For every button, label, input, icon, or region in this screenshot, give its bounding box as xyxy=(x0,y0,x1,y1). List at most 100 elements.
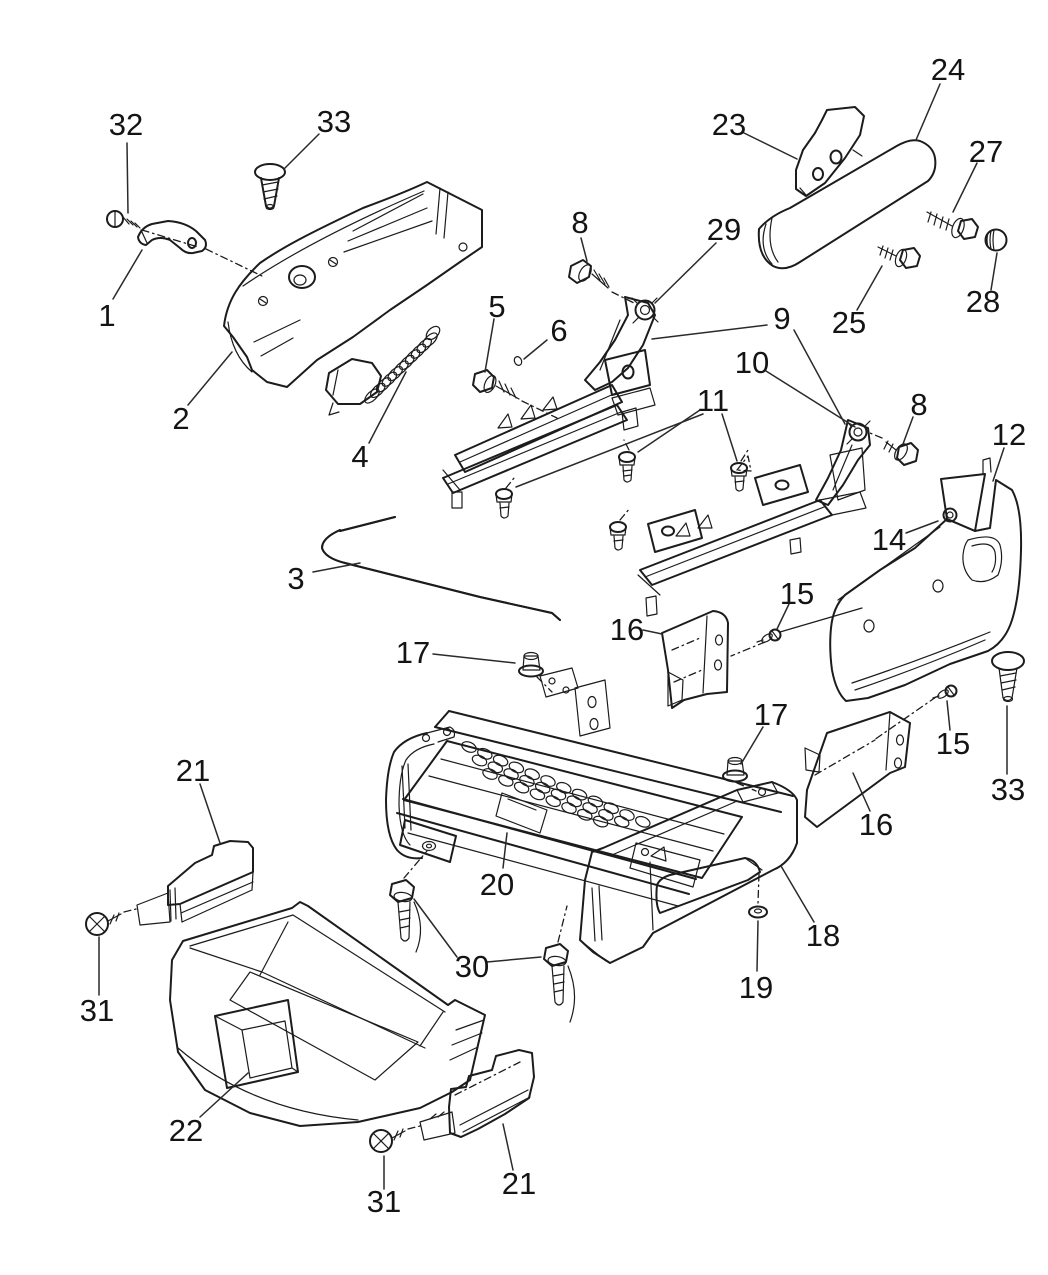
callout-leader-15 xyxy=(946,700,951,731)
callout-leader-30 xyxy=(486,956,542,963)
callout-leader-24 xyxy=(915,83,941,141)
callout-label-15: 15 xyxy=(780,576,814,611)
part-25-screw xyxy=(877,245,921,269)
callout-label-24: 24 xyxy=(931,52,965,87)
part-16-bracket-left xyxy=(661,610,729,709)
callout-label-1: 1 xyxy=(98,298,115,333)
part-8-bolt-left xyxy=(568,259,635,304)
part-15-screw-right xyxy=(873,684,958,741)
part-22-storage-drawer xyxy=(169,901,486,1127)
callout-leader-5 xyxy=(484,318,495,373)
callout-label-11: 11 xyxy=(697,383,729,418)
part-2-recliner-shield xyxy=(223,181,483,388)
part-20-seat-frame xyxy=(385,667,794,907)
callout-leader-6 xyxy=(523,339,548,360)
callout-leader-8 xyxy=(580,237,588,262)
part-18-riser-right xyxy=(579,781,798,964)
callout-leader-3 xyxy=(312,562,361,573)
part-19-washer xyxy=(748,873,768,919)
part-12-right-shield xyxy=(829,457,1023,702)
callout-leader-16 xyxy=(852,772,871,812)
part-14-pivot xyxy=(942,507,958,523)
callout-label-32: 32 xyxy=(109,107,143,142)
callout-label-22: 22 xyxy=(169,1113,203,1148)
part-15-screw-upper xyxy=(730,607,863,657)
callout-leader-21 xyxy=(502,1123,514,1171)
callout-leader-23 xyxy=(743,132,798,160)
callout-label-20: 20 xyxy=(480,867,514,902)
callout-label-33: 33 xyxy=(991,772,1025,807)
callout-leader-2 xyxy=(187,351,233,406)
callout-label-18: 18 xyxy=(806,918,840,953)
callout-leader-9 xyxy=(651,324,768,340)
callout-label-16: 16 xyxy=(610,612,644,647)
callout-leader-8 xyxy=(902,416,914,445)
part-3-towel-bar xyxy=(321,516,561,621)
callout-label-14: 14 xyxy=(872,522,906,557)
callout-leader-25 xyxy=(856,265,883,311)
callout-leader-18 xyxy=(780,865,815,923)
callout-label-28: 28 xyxy=(966,284,1000,319)
callout-leader-12 xyxy=(992,447,1005,482)
callout-label-8: 8 xyxy=(910,387,927,422)
callout-label-16: 16 xyxy=(859,807,893,842)
part-33-screw-right xyxy=(991,651,1025,703)
callout-label-21: 21 xyxy=(176,753,210,788)
callout-leader-14 xyxy=(905,520,939,534)
part-17-nut-left xyxy=(518,651,553,693)
part-21-bracket-bottom xyxy=(419,1049,535,1141)
callout-leader-10 xyxy=(765,370,856,428)
callout-leader-19 xyxy=(756,920,759,972)
part-29-left-seat-track xyxy=(442,296,659,509)
callout-leader-9 xyxy=(793,329,846,425)
callout-leader-29 xyxy=(654,242,717,304)
callout-leader-20 xyxy=(502,832,508,869)
part-5-bolt xyxy=(472,369,558,419)
callout-label-15: 15 xyxy=(936,726,970,761)
callout-label-33: 33 xyxy=(317,104,351,139)
part-24-armrest xyxy=(757,139,937,270)
callout-label-4: 4 xyxy=(351,439,368,474)
callout-label-21: 21 xyxy=(502,1166,536,1201)
callout-label-31: 31 xyxy=(367,1184,401,1219)
part-23-armrest-bracket xyxy=(795,106,865,197)
callout-label-8: 8 xyxy=(571,205,588,240)
callout-label-5: 5 xyxy=(488,289,505,324)
callout-leader-21 xyxy=(199,783,221,844)
part-31-screw-bottom xyxy=(369,1125,421,1153)
callout-leader-4 xyxy=(368,371,407,444)
callout-label-6: 6 xyxy=(550,313,567,348)
callout-label-10: 10 xyxy=(735,345,769,380)
callout-leader-33 xyxy=(283,133,320,170)
callout-label-17: 17 xyxy=(754,697,788,732)
part-32-screw xyxy=(106,210,199,248)
callout-leader-11 xyxy=(515,413,704,488)
callout-leader-28 xyxy=(990,252,998,291)
callout-label-9: 9 xyxy=(773,301,790,336)
part-11-bolts xyxy=(495,439,752,551)
callout-leader-17 xyxy=(432,653,516,664)
callout-leader-1 xyxy=(112,249,143,300)
callout-leader-27 xyxy=(952,162,978,213)
callout-label-25: 25 xyxy=(832,305,866,340)
callout-label-27: 27 xyxy=(969,134,1003,169)
part-31-screw-left xyxy=(85,908,137,936)
part-30-bolts xyxy=(389,850,576,1023)
part-28-plug xyxy=(984,228,1008,252)
callout-label-23: 23 xyxy=(712,107,746,142)
callout-leader-11 xyxy=(721,413,738,462)
part-33-screw-top xyxy=(254,163,286,211)
callout-label-29: 29 xyxy=(707,212,741,247)
part-21-bracket-top xyxy=(136,840,254,926)
part-4-adjuster-spring xyxy=(325,325,441,416)
callout-label-3: 3 xyxy=(287,561,304,596)
part-6-pin xyxy=(513,356,523,366)
callout-leader-30 xyxy=(413,898,458,958)
part-1-recliner-handle xyxy=(137,220,263,277)
callout-leader-17 xyxy=(740,726,764,765)
part-27-screw xyxy=(926,211,979,240)
part-16-bracket-right xyxy=(804,711,911,828)
callout-leader-32 xyxy=(126,142,129,214)
